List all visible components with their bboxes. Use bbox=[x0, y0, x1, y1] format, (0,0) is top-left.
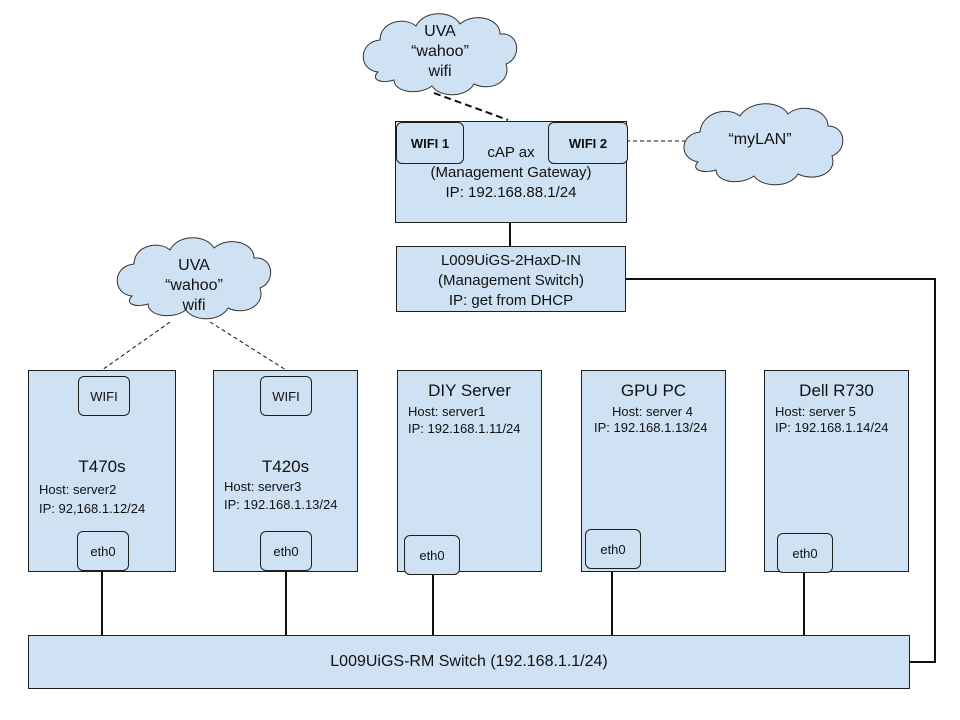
main-switch: L009UiGS-RM Switch (192.168.1.1/24) bbox=[28, 635, 910, 689]
server-host: Host: server3 bbox=[224, 479, 302, 494]
gateway-ip: IP: 192.168.88.1/24 bbox=[445, 184, 577, 201]
wifi1-interface: WIFI 1 bbox=[396, 122, 464, 164]
cloud-uva-wahoo-top: UVA “wahoo” wifi bbox=[385, 22, 495, 82]
cloud-shape-mylan bbox=[683, 103, 844, 186]
mgmt-switch-name: L009UiGS-2HaxD-IN bbox=[440, 252, 582, 269]
cloud-line: “wahoo” bbox=[165, 277, 223, 294]
server-name: Dell R730 bbox=[799, 381, 874, 400]
server-name: DIY Server bbox=[428, 381, 511, 400]
server-host: Host: server2 bbox=[39, 482, 117, 497]
server-name: GPU PC bbox=[620, 381, 687, 400]
server-host: Host: server 4 bbox=[612, 404, 693, 419]
link-wahoo-t470s bbox=[101, 321, 171, 371]
server-ip: IP: 192.168.1.11/24 bbox=[408, 421, 521, 436]
server-t420s: WIFI T420s Host: server3 IP: 192.168.1.1… bbox=[213, 370, 358, 572]
server-ip: IP: 192.168.1.13/24 bbox=[594, 420, 708, 435]
server-host: Host: server1 bbox=[408, 404, 486, 419]
cloud-mylan: “myLAN” bbox=[728, 131, 792, 148]
cloud-line: UVA bbox=[424, 23, 456, 40]
wifi-interface: WIFI bbox=[260, 376, 312, 416]
main-switch-label: L009UiGS-RM Switch (192.168.1.1/24) bbox=[330, 653, 608, 670]
gateway-role: (Management Gateway) bbox=[430, 164, 592, 181]
server-name: T470s bbox=[78, 457, 126, 476]
server-ip: IP: 92,168.1.12/24 bbox=[39, 501, 146, 516]
eth0-interface: eth0 bbox=[404, 535, 460, 575]
management-switch: L009UiGS-2HaxD-IN (Management Switch) IP… bbox=[396, 246, 626, 312]
mgmt-switch-role: (Management Switch) bbox=[438, 272, 584, 289]
cloud-shape-left bbox=[116, 237, 271, 320]
server-diy: DIY Server Host: server1 IP: 192.168.1.1… bbox=[397, 370, 542, 575]
eth0-interface: eth0 bbox=[77, 531, 129, 571]
server-dell-r730: Dell R730 Host: server 5 IP: 192.168.1.1… bbox=[764, 370, 909, 573]
server-gpu-pc: GPU PC Host: server 4 IP: 192.168.1.13/2… bbox=[581, 370, 726, 572]
link-wahoo-t420s bbox=[209, 321, 287, 371]
cloud-line: UVA bbox=[178, 257, 210, 274]
server-t470s: WIFI T470s Host: server2 IP: 92,168.1.12… bbox=[28, 370, 176, 572]
eth0-interface: eth0 bbox=[585, 529, 641, 569]
wifi-interface: WIFI bbox=[78, 376, 130, 416]
link-mgmt-switch-main-switch bbox=[625, 278, 936, 663]
eth0-interface: eth0 bbox=[777, 533, 833, 573]
cloud-line: wifi bbox=[182, 297, 206, 314]
management-gateway: WIFI 1 WIFI 2 cAP ax (Management Gateway… bbox=[395, 121, 628, 223]
gateway-name: cAP ax bbox=[487, 144, 535, 161]
link-wahoo-gateway bbox=[433, 92, 509, 121]
mgmt-switch-ip: IP: get from DHCP bbox=[448, 292, 574, 309]
server-ip: IP: 192.168.1.14/24 bbox=[775, 420, 889, 435]
cloud-shape-top bbox=[362, 13, 517, 96]
wifi2-interface: WIFI 2 bbox=[548, 122, 628, 164]
cloud-uva-wahoo-left: UVA “wahoo” wifi bbox=[139, 256, 249, 316]
cloud-line: “wahoo” bbox=[411, 43, 469, 60]
server-host: Host: server 5 bbox=[775, 404, 856, 419]
server-ip: IP: 192.168.1.13/24 bbox=[224, 497, 338, 512]
cloud-line: wifi bbox=[428, 63, 452, 80]
server-name: T420s bbox=[261, 457, 310, 476]
eth0-interface: eth0 bbox=[260, 531, 312, 571]
